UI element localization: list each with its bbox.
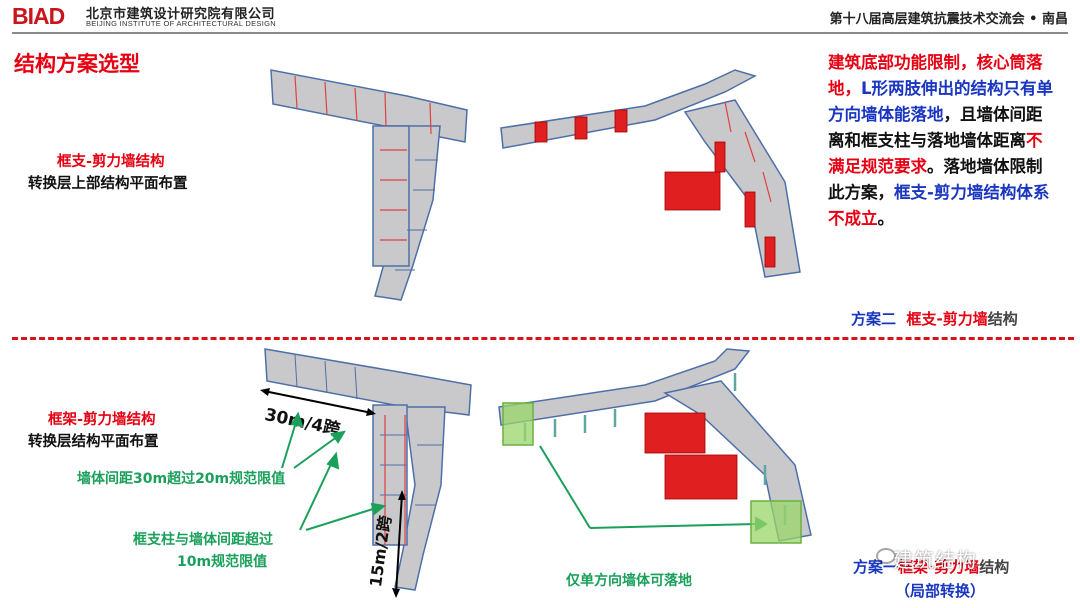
bottom-plan-label: 转换层结构平面布置 xyxy=(28,434,159,450)
top-plan-wing xyxy=(270,69,468,143)
caption-scheme-2: 方案二 xyxy=(851,310,897,328)
note-single-direction: 仅单方向墙体可落地 xyxy=(566,573,692,589)
top-plan-core xyxy=(372,125,410,267)
org-name-en: BEIJING INSTITUTE OF ARCHITECTURAL DESIG… xyxy=(86,19,276,28)
bottom-plan-core xyxy=(372,404,408,546)
watermark-text: 建筑结构 xyxy=(893,548,977,572)
bottom-scheme-label: 框架-剪力墙结构 xyxy=(48,412,156,428)
page-title: 结构方案选型 xyxy=(14,52,140,76)
bottom-3d-core-lower xyxy=(664,454,738,500)
desc-red-not-compliant: 不满足规范要求 xyxy=(828,131,1043,176)
bottom-3d-core-upper xyxy=(644,412,706,454)
top-scheme-label: 框支-剪力墙结构 xyxy=(57,154,165,170)
bottom-3d-model xyxy=(498,348,812,544)
bottom-3d-wing xyxy=(498,348,751,426)
note-wall-spacing: 墙体间距30m超过20m规范限值 xyxy=(77,471,286,487)
note-column-wall-line1: 框支柱与墙体间距超过 xyxy=(133,532,273,548)
desc-plain: ，且墙体间距离和框支柱与落地墙体距离 xyxy=(828,105,1043,150)
caption-local-transfer: （局部转换） xyxy=(895,582,986,600)
conference-title: 第十八届高层建筑抗震技术交流会 • 南昌 xyxy=(829,12,1068,27)
bottom-scheme-caption: 方案一框架-剪力墙结构 xyxy=(853,556,1009,577)
highlight-wall-right xyxy=(750,500,802,544)
header-divider xyxy=(12,32,1068,34)
top-plan-drawing xyxy=(270,69,468,301)
caption-scheme-2-type: 框支-剪力墙 xyxy=(906,310,988,328)
top-3d-wing xyxy=(500,69,757,149)
desc-plain-2: 。落地墙体限制此方案， xyxy=(828,157,1043,202)
note-column-wall-line2: 10m规范限值 xyxy=(177,554,268,570)
desc-period: 。 xyxy=(877,209,895,228)
page-header: BIAD 北京市建筑设计研究院有限公司 BEIJING INSTITUTE OF… xyxy=(0,0,1080,34)
top-3d-core-walls xyxy=(664,171,721,211)
desc-blue-single-direction: L形两肢伸出的结构只有单方向墙体能落地 xyxy=(828,79,1054,124)
dim-30m-arrow xyxy=(260,388,376,416)
desc-blue-system: 框支-剪力墙结构体系 xyxy=(894,183,1050,202)
scheme-description: 建筑底部功能限制，核心筒落地，L形两肢伸出的结构只有单方向墙体能落地，且墙体间距… xyxy=(828,50,1054,232)
desc-red-intro: 建筑底部功能限制，核心筒落地， xyxy=(828,53,1043,98)
caption-scheme-1-type: 框架-剪力墙 xyxy=(898,558,980,576)
top-3d-leg xyxy=(683,99,801,278)
highlight-wall-left xyxy=(502,402,534,446)
caption-scheme-2-suffix: 结构 xyxy=(987,310,1018,328)
top-scheme-caption: 方案二 框支-剪力墙结构 xyxy=(851,308,1018,329)
biad-logo: BIAD xyxy=(12,3,65,29)
bottom-plan-wing xyxy=(264,348,472,416)
caption-scheme-1-suffix: 结构 xyxy=(979,558,1010,576)
section-divider xyxy=(12,337,1074,340)
desc-red-invalid: 不成立 xyxy=(828,209,878,228)
top-3d-model xyxy=(500,69,801,278)
org-name-cn: 北京市建筑设计研究院有限公司 xyxy=(86,7,276,22)
wechat-icon xyxy=(876,548,896,564)
bottom-plan-drawing xyxy=(264,348,472,591)
dim-15m-arrow xyxy=(392,490,406,598)
top-plan-label: 转换层上部结构平面布置 xyxy=(28,176,188,192)
